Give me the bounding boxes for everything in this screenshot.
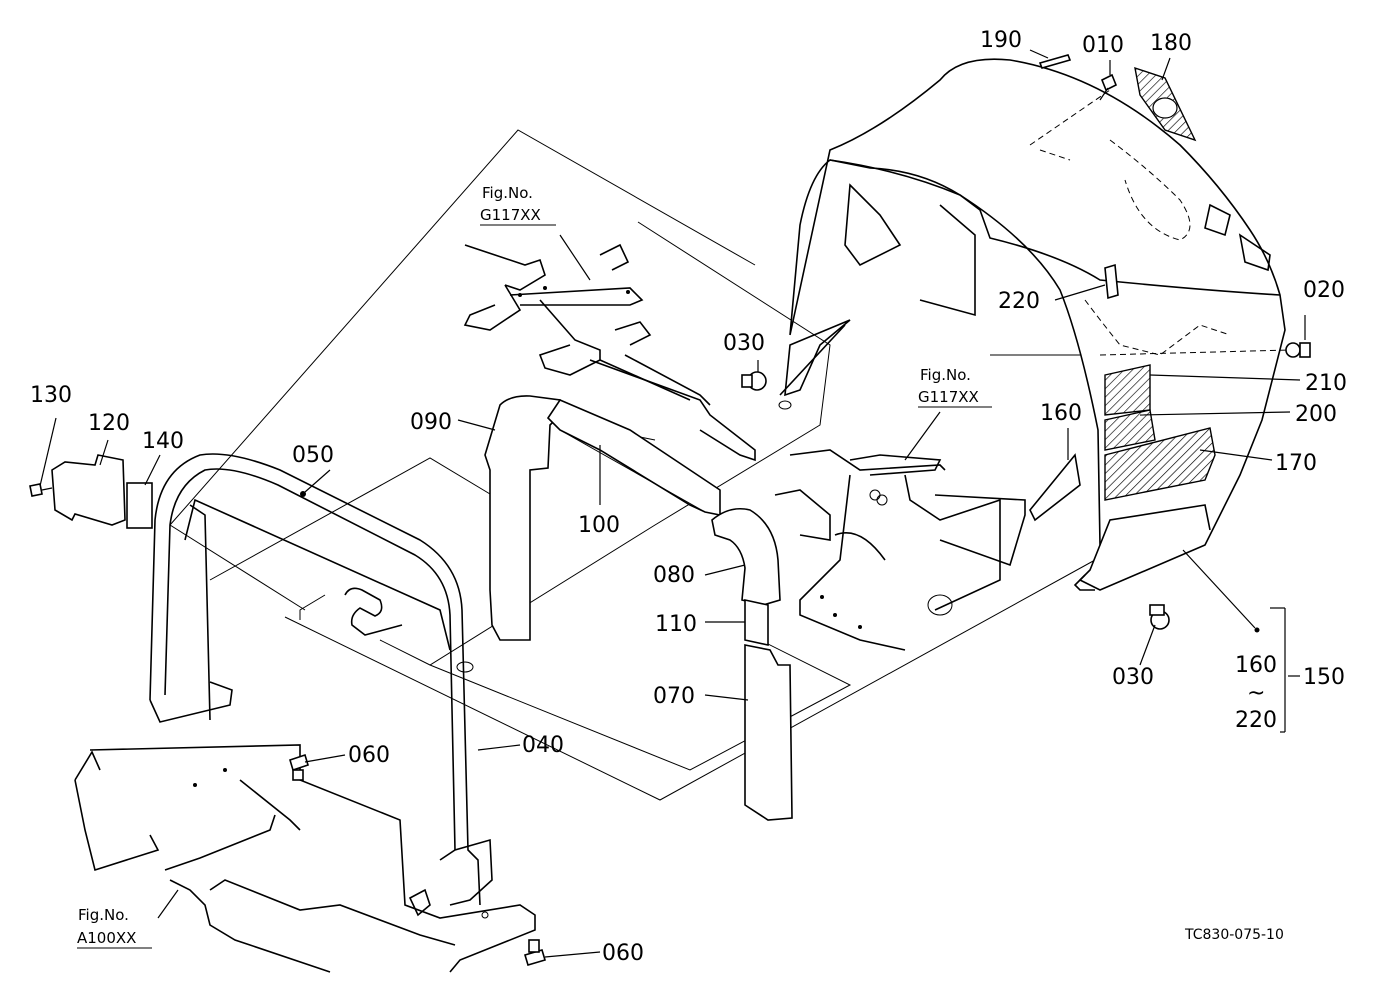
pad-140 (126, 482, 153, 529)
callout-190: 190 (980, 28, 1022, 53)
svg-text:G117XX: G117XX (918, 388, 979, 406)
svg-text:A100XX: A100XX (77, 929, 136, 947)
svg-text:Fig.No.: Fig.No. (920, 366, 971, 384)
callout-090: 090 (410, 410, 452, 435)
callout-170: 170 (1275, 451, 1317, 476)
bolt-020 (1285, 342, 1311, 358)
callout-020: 020 (1303, 278, 1345, 303)
callout-110: 110 (655, 612, 697, 637)
base-plate (74, 744, 536, 973)
trim-070 (744, 644, 793, 821)
bolt-060-b (524, 939, 546, 966)
bolt-030-a (741, 371, 767, 391)
trim-100 (546, 399, 721, 516)
callout-140: 140 (142, 429, 184, 454)
callout-060-mid: 060 (348, 743, 390, 768)
pin-190 (1038, 54, 1072, 69)
bolt-030-b (1149, 604, 1170, 630)
bolt-130 (29, 483, 53, 497)
callout-100: 100 (578, 513, 620, 538)
panel-200 (1104, 409, 1156, 451)
callout-tilde: ~ (1247, 681, 1265, 706)
callout-070: 070 (653, 684, 695, 709)
callout-010: 010 (1082, 33, 1124, 58)
callout-120: 120 (88, 411, 130, 436)
panel-170 (1104, 427, 1216, 501)
leader-lines (39, 49, 1306, 958)
side-panel-assembly (774, 449, 1026, 651)
bolt-010 (1099, 73, 1118, 101)
trim-110 (744, 599, 769, 646)
callout-040: 040 (522, 733, 564, 758)
callout-080: 080 (653, 563, 695, 588)
callout-160-top: 160 (1040, 401, 1082, 426)
callout-220-top: 220 (998, 289, 1040, 314)
callout-210: 210 (1305, 371, 1347, 396)
callout-050: 050 (292, 443, 334, 468)
panel-180 (1134, 66, 1197, 142)
svg-text:Fig.No.: Fig.No. (482, 184, 533, 202)
callout-130: 130 (30, 383, 72, 408)
bolt-060-a (289, 753, 309, 781)
callout-labels: 190 010 180 020 220 030 210 200 160 170 … (30, 28, 1347, 966)
callout-030-top: 030 (723, 331, 765, 356)
clip-220 (1104, 263, 1119, 300)
callout-160-bottom: 160 (1235, 653, 1277, 678)
callout-180: 180 (1150, 31, 1192, 56)
svg-text:Fig.No.: Fig.No. (78, 906, 129, 924)
callout-220-bottom: 220 (1235, 708, 1277, 733)
fig-ref-a100xx: Fig.No. A100XX (77, 906, 152, 949)
trim-080 (711, 507, 781, 606)
figure-references: Fig.No. G117XX Fig.No. G117XX Fig.No. A1… (77, 184, 992, 949)
callout-200: 200 (1295, 402, 1337, 427)
svg-text:G117XX: G117XX (480, 206, 541, 224)
callout-060-bottom: 060 (602, 941, 644, 966)
pad-160 (1029, 453, 1081, 522)
linkage-bracket-assembly (463, 243, 756, 462)
trim-090 (484, 395, 561, 641)
fig-ref-g117xx-top: Fig.No. G117XX (480, 184, 556, 226)
bracket-120 (51, 454, 126, 526)
diagram-code: TC830-075-10 (1184, 927, 1284, 943)
callout-030-bottom: 030 (1112, 665, 1154, 690)
fig-ref-g117xx-right: Fig.No. G117XX (918, 366, 992, 408)
callout-150: 150 (1303, 665, 1345, 690)
rops-hoop-frame (149, 453, 493, 906)
